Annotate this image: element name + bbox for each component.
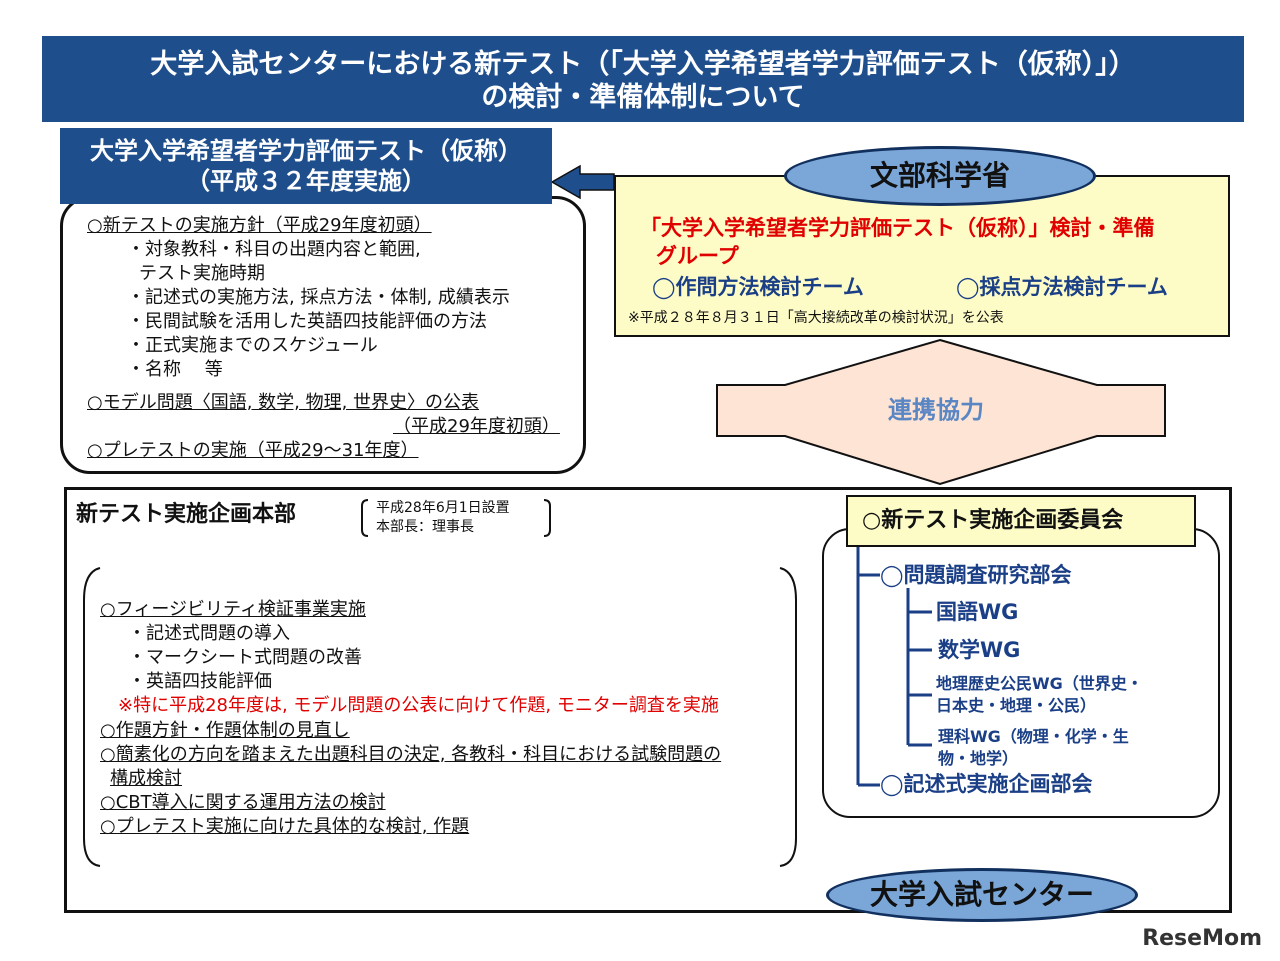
hq-item: ○フィージビリティ検証事業実施	[100, 599, 366, 620]
test-box-subtitle: （平成３２年度実施）	[186, 167, 426, 195]
test-item: ・正式実施までのスケジュール	[127, 335, 378, 356]
mext-note: ※平成２８年８月３１日「高大接続改革の検討状況」を公表	[628, 310, 1004, 326]
wg-social-studies-cont: 日本史・地理・公民）	[936, 696, 1097, 715]
page-title-line1: 大学入試センターにおける新テスト（「大学入学希望者学力評価テスト（仮称）」）	[150, 49, 1136, 80]
page-title: 大学入試センターにおける新テスト（「大学入学希望者学力評価テスト（仮称）」） の…	[42, 36, 1244, 122]
committee-sub-research: ◯問題調査研究部会	[880, 563, 1072, 587]
hq-head: 本部長：理事長	[376, 519, 474, 535]
test-item: テスト実施時期	[139, 263, 265, 284]
team-question: ◯作問方法検討チーム	[652, 275, 864, 299]
test-item: ○モデル問題〈国語, 数学, 物理, 世界史〉の公表	[87, 392, 480, 413]
test-item: ・名称 等	[127, 359, 223, 380]
wg-japanese: 国語WG	[936, 600, 1019, 624]
test-item: ・対象教科・科目の出題内容と範囲,	[127, 239, 421, 260]
center-box	[64, 487, 1232, 913]
hq-item: ・記述式問題の導入	[128, 623, 290, 644]
wg-science-cont: 物・地学）	[938, 749, 1019, 768]
hq-item: ○プレテスト実施に向けた具体的な検討, 作題	[100, 816, 470, 837]
group-title-cont: グループ	[656, 244, 739, 268]
hq-item: ○CBT導入に関する運用方法の検討	[100, 792, 386, 813]
hq-item: ・マークシート式問題の改善	[128, 647, 362, 668]
wg-social-studies: 地理歴史公民WG（世界史・	[936, 674, 1143, 693]
test-box: ○新テストの実施方針（平成29年度初頭） ・対象教科・科目の出題内容と範囲, テ…	[60, 196, 586, 474]
team-scoring: ◯採点方法検討チーム	[956, 275, 1168, 299]
center-label: 大学入試センター	[826, 868, 1138, 922]
wg-math: 数学WG	[938, 638, 1021, 662]
cooperation-label: 連携協力	[888, 396, 984, 424]
hq-item: ○作題方針・作題体制の見直し	[100, 720, 350, 741]
hq-item: ・英語四技能評価	[128, 671, 272, 692]
hq-item: 構成検討	[110, 768, 182, 789]
test-box-title: 大学入学希望者学力評価テスト（仮称）	[90, 137, 522, 165]
test-item: （平成29年度初頭）	[393, 416, 560, 437]
committee-title: ○新テスト実施企画委員会	[846, 495, 1196, 547]
group-title: 「大学入学希望者学力評価テスト（仮称）」検討・準備	[640, 216, 1155, 240]
wg-science: 理科WG（物理・化学・生	[938, 727, 1129, 746]
test-item: ・記述式の実施方法, 採点方法・体制, 成績表示	[127, 287, 510, 308]
resemom-logo: ReseMom	[1142, 926, 1262, 951]
hq-title: 新テスト実施企画本部	[76, 502, 297, 527]
hq-item: ○簡素化の方向を踏まえた出題科目の決定, 各教科・科目における試験問題の	[100, 744, 722, 765]
hq-established: 平成28年6月1日設置	[376, 500, 510, 516]
mext-label: 文部科学省	[784, 146, 1096, 206]
committee-sub-written: ◯記述式実施企画部会	[880, 772, 1093, 796]
test-box-header: 大学入学希望者学力評価テスト（仮称） （平成３２年度実施）	[60, 128, 552, 204]
test-item: ○プレテストの実施（平成29～31年度）	[87, 440, 419, 461]
test-item: ・民間試験を活用した英語四技能評価の方法	[127, 311, 487, 332]
hq-note: ※特に平成28年度は, モデル問題の公表に向けて作題, モニター調査を実施	[118, 695, 719, 716]
page-title-line2: の検討・準備体制について	[481, 82, 805, 113]
test-item: ○新テストの実施方針（平成29年度初頭）	[87, 215, 432, 236]
